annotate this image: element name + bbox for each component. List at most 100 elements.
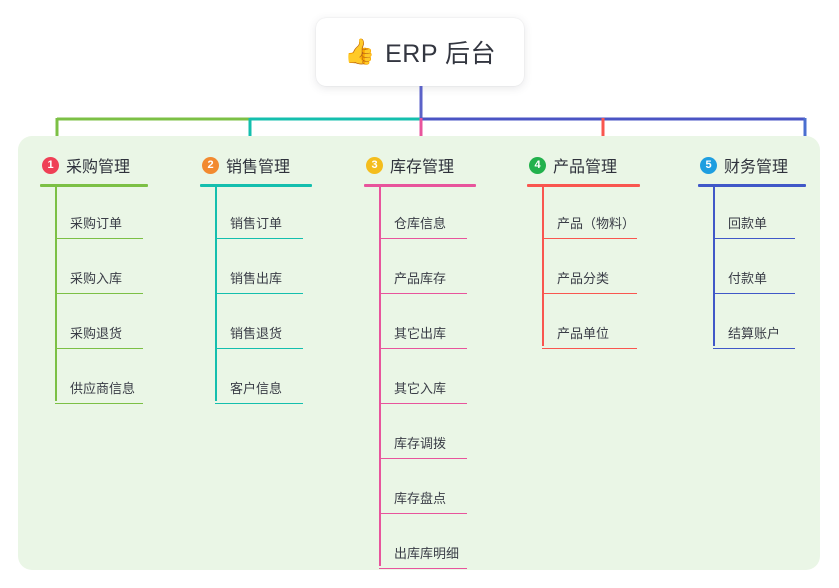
thumbs-up-icon: 👍 bbox=[343, 37, 376, 66]
branch-spine-5 bbox=[713, 187, 715, 346]
branch-underline-4 bbox=[527, 184, 640, 187]
branch-leaf-list-2: 销售订单销售出库销售退货客户信息 bbox=[200, 187, 312, 407]
leaf-label: 仓库信息 bbox=[394, 216, 447, 231]
branch-column-4: 4 产品管理产品（物料） 产品分类产品单位 bbox=[527, 150, 640, 352]
leaf-item[interactable]: 仓库信息 bbox=[364, 187, 476, 242]
leaf-label: 销售退货 bbox=[230, 326, 283, 341]
branch-header-4[interactable]: 4 产品管理 bbox=[527, 150, 640, 180]
branch-header-3[interactable]: 3 库存管理 bbox=[364, 150, 476, 180]
branch-header-1[interactable]: 1 采购管理 bbox=[40, 150, 148, 180]
leaf-item[interactable]: 结算账户 bbox=[698, 297, 806, 352]
leaf-item[interactable]: 其它出库 bbox=[364, 297, 476, 352]
branch-leaf-list-5: 回款单付款单结算账户 bbox=[698, 187, 806, 352]
leaf-item[interactable]: 产品分类 bbox=[527, 242, 640, 297]
leaf-underline bbox=[542, 292, 637, 294]
branch-column-2: 2 销售管理销售订单销售出库销售退货客户信息 bbox=[200, 150, 312, 407]
leaf-item[interactable]: 客户信息 bbox=[200, 352, 312, 407]
branch-badge-3: 3 bbox=[366, 156, 383, 174]
leaf-label: 付款单 bbox=[728, 271, 768, 286]
leaf-underline bbox=[55, 402, 143, 404]
root-title: ERP 后台 bbox=[385, 40, 497, 68]
leaf-underline bbox=[379, 457, 467, 459]
branch-underline-5 bbox=[698, 184, 806, 187]
leaf-underline bbox=[379, 512, 467, 514]
leaf-label: 产品分类 bbox=[557, 271, 610, 286]
leaf-label: 产品库存 bbox=[394, 271, 447, 286]
leaf-item[interactable]: 采购订单 bbox=[40, 187, 148, 242]
leaf-label: 结算账户 bbox=[728, 326, 781, 341]
branch-badge-1: 1 bbox=[42, 156, 59, 174]
branches-panel bbox=[18, 136, 820, 570]
leaf-underline bbox=[55, 237, 143, 239]
branch-column-1: 1 采购管理采购订单采购入库采购退货供应商信息 bbox=[40, 150, 148, 407]
leaf-underline bbox=[542, 237, 637, 239]
branch-leaf-list-3: 仓库信息产品库存其它出库其它入库库存调拨库存盘点出库库明细 bbox=[364, 187, 476, 572]
leaf-item[interactable]: 销售订单 bbox=[200, 187, 312, 242]
branch-spine-3 bbox=[379, 187, 381, 566]
leaf-item[interactable]: 产品单位 bbox=[527, 297, 640, 352]
leaf-label: 客户信息 bbox=[230, 381, 283, 396]
leaf-underline bbox=[379, 347, 467, 349]
leaf-item[interactable]: 采购入库 bbox=[40, 242, 148, 297]
leaf-item[interactable]: 产品（物料） bbox=[527, 187, 640, 242]
branch-underline-3 bbox=[364, 184, 476, 187]
root-node[interactable]: 👍 ERP 后台 bbox=[316, 18, 524, 86]
leaf-label: 出库库明细 bbox=[394, 546, 460, 561]
branch-leaf-list-4: 产品（物料） 产品分类产品单位 bbox=[527, 187, 640, 352]
branch-badge-2: 2 bbox=[202, 156, 219, 174]
branch-title-3: 库存管理 bbox=[390, 159, 455, 176]
leaf-underline bbox=[55, 347, 143, 349]
leaf-item[interactable]: 付款单 bbox=[698, 242, 806, 297]
leaf-underline bbox=[379, 237, 467, 239]
leaf-underline bbox=[215, 292, 303, 294]
leaf-item[interactable]: 供应商信息 bbox=[40, 352, 148, 407]
branch-column-5: 5 财务管理回款单付款单结算账户 bbox=[698, 150, 806, 352]
branch-spine-4 bbox=[542, 187, 544, 346]
leaf-item[interactable]: 销售退货 bbox=[200, 297, 312, 352]
leaf-label: 其它出库 bbox=[394, 326, 447, 341]
leaf-item[interactable]: 采购退货 bbox=[40, 297, 148, 352]
branch-title-1: 采购管理 bbox=[66, 159, 131, 176]
branch-title-5: 财务管理 bbox=[724, 159, 789, 176]
leaf-underline bbox=[55, 292, 143, 294]
branch-leaf-list-1: 采购订单采购入库采购退货供应商信息 bbox=[40, 187, 148, 407]
leaf-underline bbox=[215, 237, 303, 239]
leaf-label: 回款单 bbox=[728, 216, 768, 231]
leaf-item[interactable]: 库存调拨 bbox=[364, 407, 476, 462]
leaf-underline bbox=[713, 347, 795, 349]
branch-badge-4: 4 bbox=[529, 156, 546, 174]
leaf-item[interactable]: 出库库明细 bbox=[364, 517, 476, 572]
leaf-underline bbox=[713, 292, 795, 294]
leaf-label: 采购入库 bbox=[70, 271, 123, 286]
leaf-label: 库存盘点 bbox=[394, 491, 447, 506]
branch-badge-5: 5 bbox=[700, 156, 717, 174]
branch-spine-1 bbox=[55, 187, 57, 401]
leaf-underline bbox=[215, 347, 303, 349]
leaf-label: 产品（物料） bbox=[557, 216, 636, 231]
leaf-label: 销售订单 bbox=[230, 216, 283, 231]
leaf-label: 销售出库 bbox=[230, 271, 283, 286]
branch-title-4: 产品管理 bbox=[553, 159, 618, 176]
leaf-item[interactable]: 回款单 bbox=[698, 187, 806, 242]
leaf-item[interactable]: 销售出库 bbox=[200, 242, 312, 297]
leaf-item[interactable]: 其它入库 bbox=[364, 352, 476, 407]
leaf-underline bbox=[379, 402, 467, 404]
branch-underline-1 bbox=[40, 184, 148, 187]
branch-spine-2 bbox=[215, 187, 217, 401]
leaf-underline bbox=[379, 292, 467, 294]
leaf-underline bbox=[379, 567, 467, 569]
leaf-underline bbox=[542, 347, 637, 349]
leaf-underline bbox=[713, 237, 795, 239]
leaf-item[interactable]: 产品库存 bbox=[364, 242, 476, 297]
leaf-label: 供应商信息 bbox=[70, 381, 136, 396]
branch-title-2: 销售管理 bbox=[226, 159, 291, 176]
branch-underline-2 bbox=[200, 184, 312, 187]
branch-header-2[interactable]: 2 销售管理 bbox=[200, 150, 312, 180]
branch-header-5[interactable]: 5 财务管理 bbox=[698, 150, 806, 180]
leaf-label: 产品单位 bbox=[557, 326, 610, 341]
leaf-underline bbox=[215, 402, 303, 404]
leaf-label: 采购订单 bbox=[70, 216, 123, 231]
leaf-label: 库存调拨 bbox=[394, 436, 447, 451]
leaf-item[interactable]: 库存盘点 bbox=[364, 462, 476, 517]
